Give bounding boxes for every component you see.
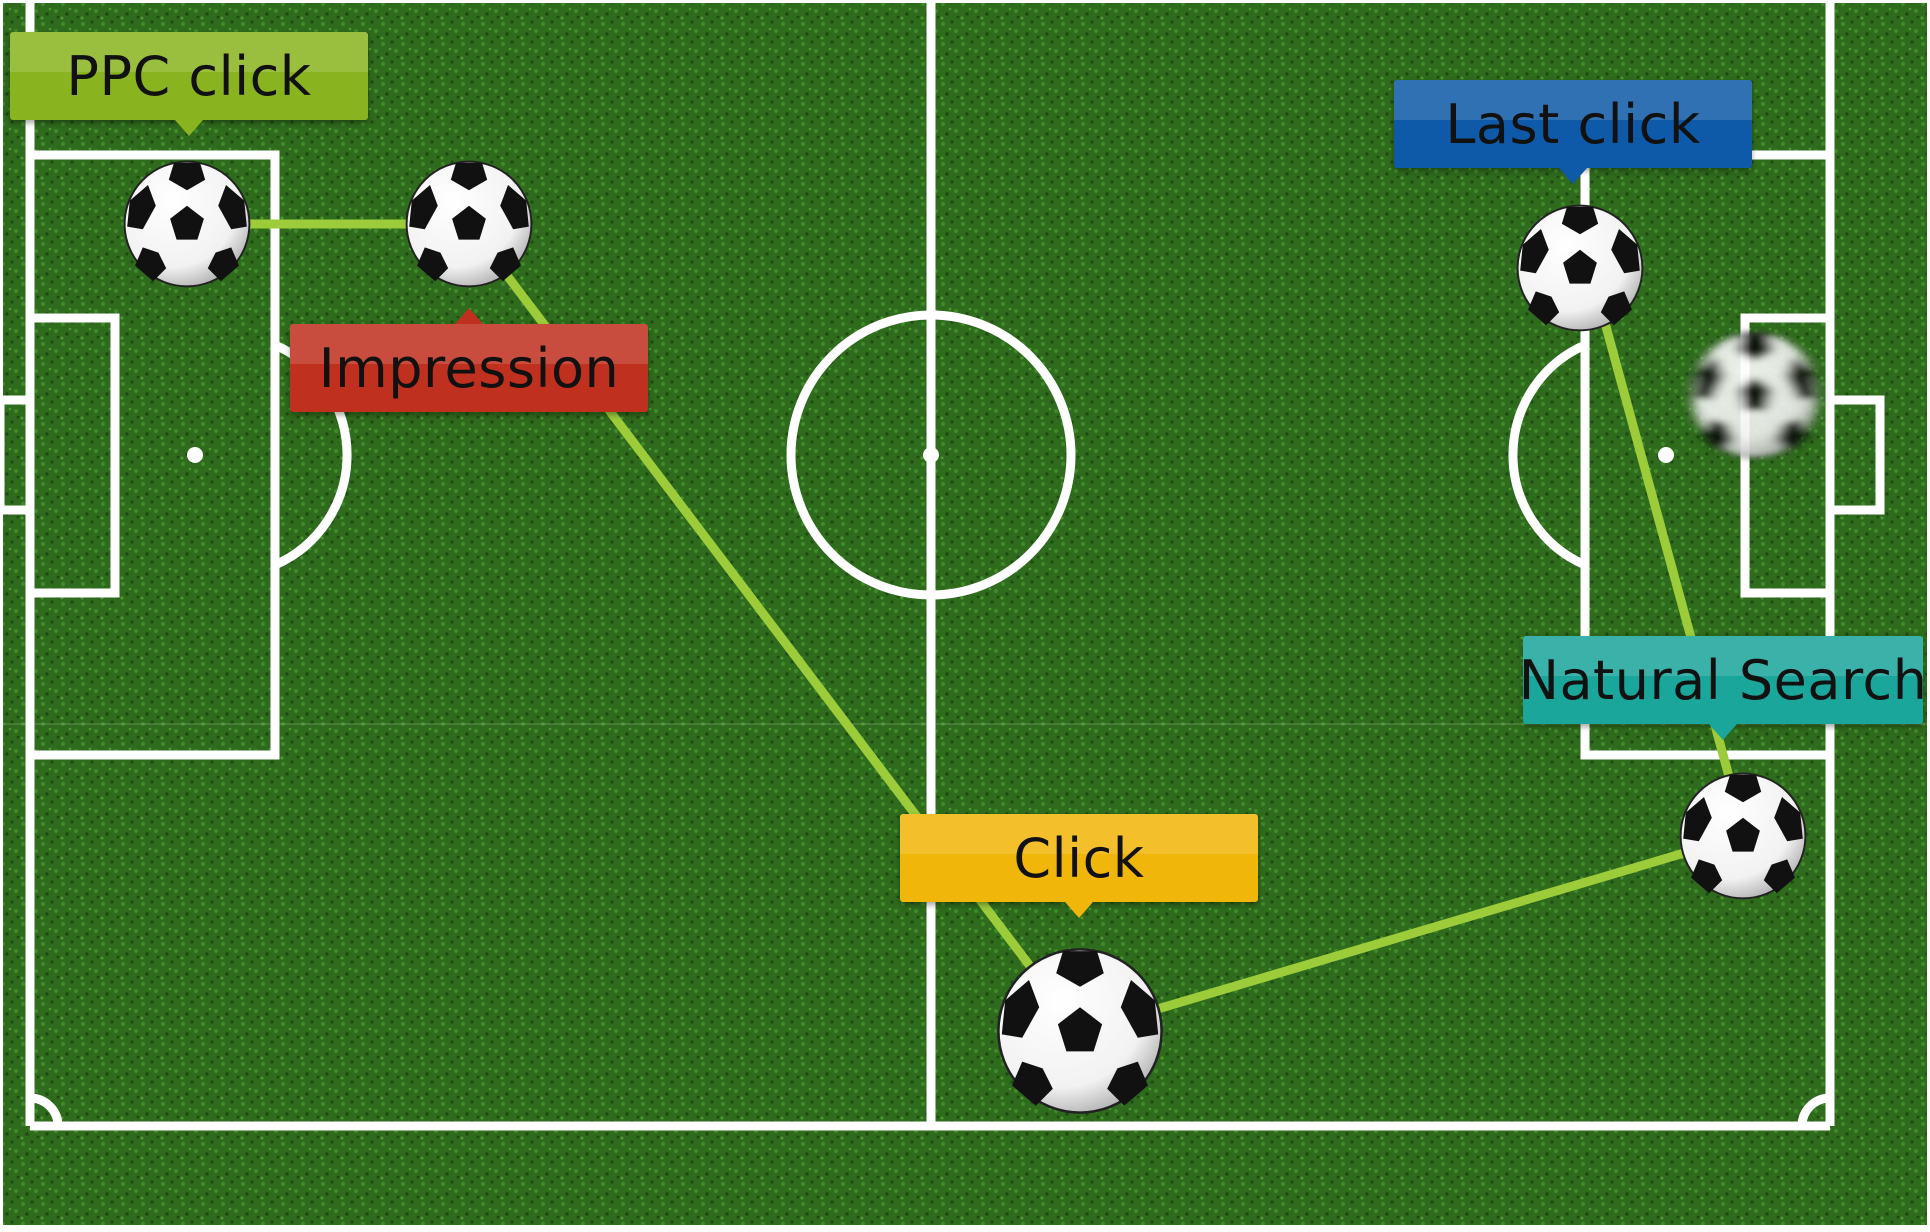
label-impression-text: Impression <box>318 336 620 400</box>
soccer-ball-icon <box>1516 204 1644 332</box>
soccer-ball-icon <box>123 160 251 288</box>
soccer-ball-icon <box>1679 772 1807 900</box>
soccer-ball-icon <box>997 948 1163 1114</box>
label-natural-search: Natural Search <box>1519 636 1927 740</box>
label-click: Click <box>900 814 1258 918</box>
label-natural-search-text: Natural Search <box>1518 648 1928 712</box>
label-ppc-click-text: PPC click <box>66 44 312 108</box>
label-click-text: Click <box>1013 826 1145 890</box>
label-last-click-text: Last click <box>1445 92 1701 156</box>
blurred-soccer-ball-icon <box>1691 331 1819 459</box>
label-impression: Impression <box>290 308 648 412</box>
soccer-ball-icon <box>405 160 533 288</box>
label-ppc-click: PPC click <box>10 32 368 136</box>
label-last-click: Last click <box>1394 80 1752 184</box>
